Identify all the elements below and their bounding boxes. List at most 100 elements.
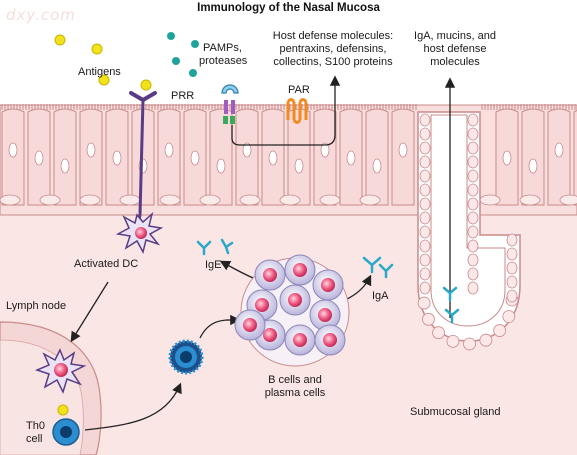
arrow-th0-to-bcell — [84, 382, 182, 431]
basal-cell — [319, 194, 341, 206]
epithelial-cell — [287, 108, 311, 206]
gland-cell — [467, 225, 479, 239]
gland-cell — [467, 183, 479, 197]
plasma-cell — [312, 269, 344, 301]
label-iga: IgA — [372, 290, 389, 302]
label-par: PAR — [288, 84, 310, 96]
epithelial-cell — [105, 108, 129, 206]
epithelial-cell — [547, 108, 571, 206]
epithelial-cell — [391, 108, 415, 206]
gland-cell — [419, 211, 431, 225]
epithelial-cell — [79, 108, 103, 206]
gland-cell — [419, 155, 431, 169]
basal-cell — [359, 194, 381, 206]
label-th0-1: Th0 — [26, 420, 45, 432]
gland-cell — [493, 324, 507, 337]
label-bcells-1: B cells and — [268, 374, 322, 386]
plasma-cell — [284, 324, 316, 356]
gland-cell — [419, 183, 431, 197]
activated-dc — [115, 211, 164, 255]
antigen-dots — [54, 34, 152, 91]
label-antigens: Antigens — [78, 66, 121, 78]
epithelial-cell — [365, 108, 389, 206]
plasma-cell-cluster — [234, 254, 350, 367]
gland-cell — [467, 211, 479, 225]
epithelial-cell — [157, 108, 181, 206]
gland-cell — [419, 267, 431, 281]
gland-cell — [419, 281, 431, 295]
label-submucosal-gland: Submucosal gland — [410, 406, 501, 418]
label-iga-mucins-2: host defense — [423, 43, 487, 55]
epithelial-cell — [183, 108, 207, 206]
label-lymph-node: Lymph node — [6, 300, 67, 312]
arrow-dc-to-lymph — [70, 281, 109, 343]
label-th0-2: cell — [26, 433, 43, 445]
label-ige: IgE — [205, 259, 222, 271]
gland-cell — [467, 281, 479, 295]
epithelial-cell — [1, 108, 25, 206]
naive-b-cell — [168, 339, 204, 375]
arrow-to-cluster — [199, 314, 241, 339]
prr-receptor — [221, 84, 239, 124]
gland-cell — [446, 334, 460, 348]
iga-antibodies — [362, 256, 460, 324]
gland-cell — [419, 239, 431, 253]
gland-cell — [432, 326, 445, 340]
epithelial-cell — [209, 108, 233, 206]
gland-cell — [506, 261, 518, 275]
epithelial-cell — [53, 108, 77, 206]
gland-cell — [419, 127, 431, 141]
gland-cell — [419, 169, 431, 183]
gland-cell — [422, 312, 435, 326]
plasma-cell — [284, 254, 316, 286]
gland-cell — [467, 253, 479, 267]
gland-cell — [506, 275, 518, 289]
gland-cell — [467, 239, 479, 253]
epithelial-cell — [521, 108, 545, 206]
basal-cell — [159, 194, 181, 206]
epithelial-cell — [573, 110, 577, 206]
gland-cell — [419, 225, 431, 239]
gland-cell — [419, 197, 431, 211]
watermark: dxy.com — [6, 6, 76, 24]
label-pamps-1: PAMPs, — [203, 42, 242, 54]
gland-cell — [502, 310, 516, 323]
plasma-cell — [234, 309, 266, 341]
gland-cell — [417, 296, 431, 310]
basal-cell — [239, 194, 261, 206]
label-iga-mucins-3: molecules — [430, 56, 480, 68]
gland-cell — [479, 333, 493, 347]
basal-cell — [479, 194, 501, 206]
basal-cell — [559, 194, 577, 206]
gland-cell — [419, 141, 431, 155]
basal-cell — [79, 194, 101, 206]
basal-cell — [279, 194, 301, 206]
plasma-cell — [254, 259, 286, 291]
gland-cell — [506, 233, 518, 247]
gland-cell — [467, 267, 479, 281]
pamp-dots — [167, 32, 199, 77]
th0-cell — [52, 404, 80, 446]
basal-cell — [199, 194, 221, 206]
gland-cell — [467, 127, 479, 141]
gland-cell — [467, 113, 479, 127]
gland-cell — [506, 247, 518, 261]
gland-cell — [467, 141, 479, 155]
gland-cell — [419, 113, 431, 127]
arrow-to-iga — [344, 274, 372, 301]
gland-cell — [467, 169, 479, 183]
label-pamps-2: proteases — [199, 55, 248, 67]
epithelial-cell — [261, 108, 285, 206]
ige-antibodies — [196, 238, 234, 256]
label-iga-mucins-1: IgA, mucins, and — [414, 30, 496, 42]
label-host-defense-1: Host defense molecules: — [272, 30, 394, 42]
gland-cell — [467, 197, 479, 211]
gland-cell — [467, 155, 479, 169]
plasma-cell — [314, 324, 346, 356]
diagram-title: Immunology of the Nasal Mucosa — [197, 2, 380, 14]
gland-cell — [506, 289, 518, 303]
epithelial-cell — [339, 108, 363, 206]
basal-cell — [119, 194, 141, 206]
arrow-host-defense — [231, 75, 341, 146]
